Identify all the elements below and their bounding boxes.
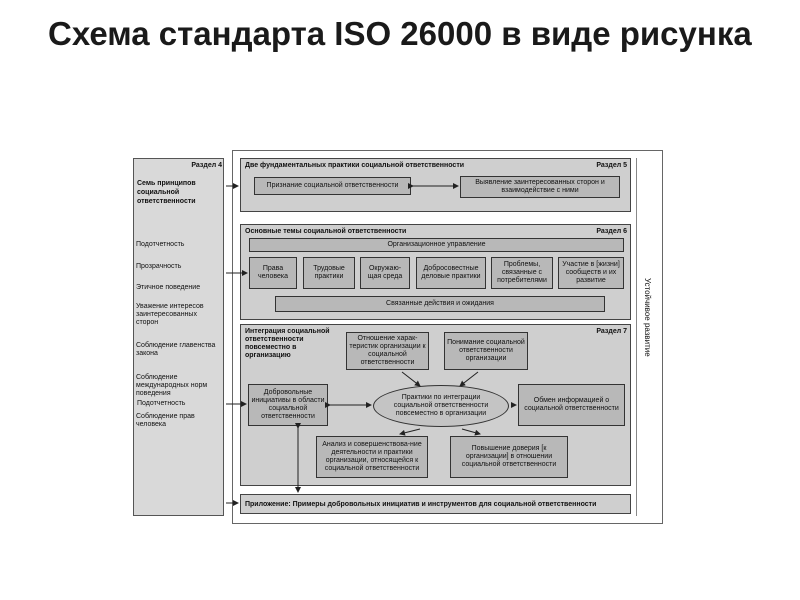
topic-box: Трудовые практики [303,257,355,289]
principles-panel: Раздел 4 Семь принципов социальной ответ… [133,158,224,516]
section5-title: Две фундаментальных практики социальной … [245,162,465,169]
section7-label: Раздел 7 [596,328,627,335]
topic-box: Участие в [жизни] сообществ и их развити… [558,257,624,289]
principles-title: Семь принципов социальной ответственност… [137,180,196,205]
sustainable-development-label: Устойчивое развитие [643,278,652,357]
info-exchange-box: Обмен информацией о социальной ответстве… [518,384,625,426]
integration-practices-ellipse: Практики по интеграции социальной ответс… [373,385,509,427]
section5-label: Раздел 5 [596,162,627,169]
annex-panel: Приложение: Примеры добровольных инициат… [240,494,631,514]
topic-box: Права человека [249,257,297,289]
topic-box: Окружаю-щая среда [360,257,410,289]
annex-label: Приложение: Примеры добровольных инициат… [245,500,597,508]
governance-box: Организационное управление [249,238,624,252]
principle-item: Соблюдение международных норм поведения [136,374,208,397]
related-actions-box: Связанные действия и ожидания [275,296,605,312]
relation-box: Отношение харак-теристик организации к с… [346,332,429,370]
principle-item: Уважение интересов заинтересованных стор… [136,303,204,326]
stakeholders-box: Выявление заинтересованных сторон и взаи… [460,176,620,198]
topic-box: Добросовестные деловые практики [416,257,486,289]
section7-title: Интеграция социальной ответственности по… [245,328,330,359]
principle-item: Прозрачность [136,263,182,270]
integration-practices-label: Практики по интеграции социальной ответс… [393,394,489,417]
slide-title: Схема стандарта ISO 26000 в виде рисунка [48,15,752,52]
principle-item: Этичное поведение [136,284,201,291]
principle-item: Подотчетность [136,241,185,248]
section4-label: Раздел 4 [191,162,222,169]
principle-item: Подотчетность [137,400,186,407]
principle-item: Соблюдение прав человека [136,413,195,428]
topic-box: Проблемы, связанные с потребителями [491,257,553,289]
trust-box: Повышение доверия [к организации] в отно… [450,436,568,478]
analysis-box: Анализ и совершенствова-ние деятельности… [316,436,428,478]
principle-item: Соблюдение главенства закона [136,342,216,357]
understanding-box: Понимание социальной ответственности орг… [444,332,528,370]
sustainable-development-panel: Устойчивое развитие [636,158,658,516]
section6-title: Основные темы социальной ответственности [245,228,407,235]
section6-label: Раздел 6 [596,228,627,235]
